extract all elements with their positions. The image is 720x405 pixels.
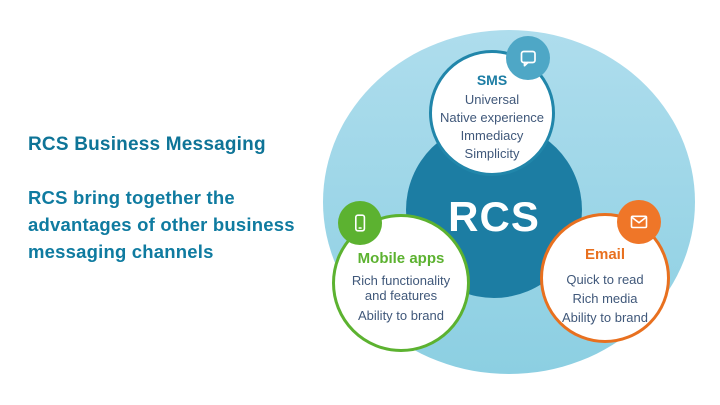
intro-description: RCS bring together the advantages of oth…	[28, 184, 295, 265]
intro-description-line: RCS bring together the	[28, 187, 235, 208]
email-title: Email	[584, 246, 626, 263]
rcs-label: RCS	[448, 193, 540, 240]
mobile-apps-item: Ability to brand	[358, 308, 444, 323]
intro-description-line: messaging channels	[28, 241, 214, 262]
intro-title: RCS Business Messaging	[28, 134, 266, 155]
mobile-apps-icon-badge	[338, 201, 382, 245]
chat-bubble-icon	[516, 46, 540, 70]
smartphone-icon	[348, 211, 372, 235]
sms-item: Immediacy	[460, 128, 524, 143]
sms-item: Simplicity	[464, 146, 520, 161]
email-icon-badge	[617, 200, 661, 244]
mobile-apps-title: Mobile apps	[357, 250, 445, 267]
email-item: Ability to brand	[562, 310, 648, 325]
email-item: Rich media	[572, 291, 638, 306]
email-item: Quick to read	[566, 272, 644, 287]
sms-icon-badge	[506, 36, 550, 80]
intro-description-line: advantages of other business	[28, 214, 295, 235]
envelope-icon	[627, 210, 651, 234]
sms-item: Universal	[464, 92, 520, 107]
mobile-apps-item: Rich functionality and features	[351, 273, 451, 303]
sms-item: Native experience	[439, 110, 545, 125]
sms-title: SMS	[476, 72, 508, 88]
